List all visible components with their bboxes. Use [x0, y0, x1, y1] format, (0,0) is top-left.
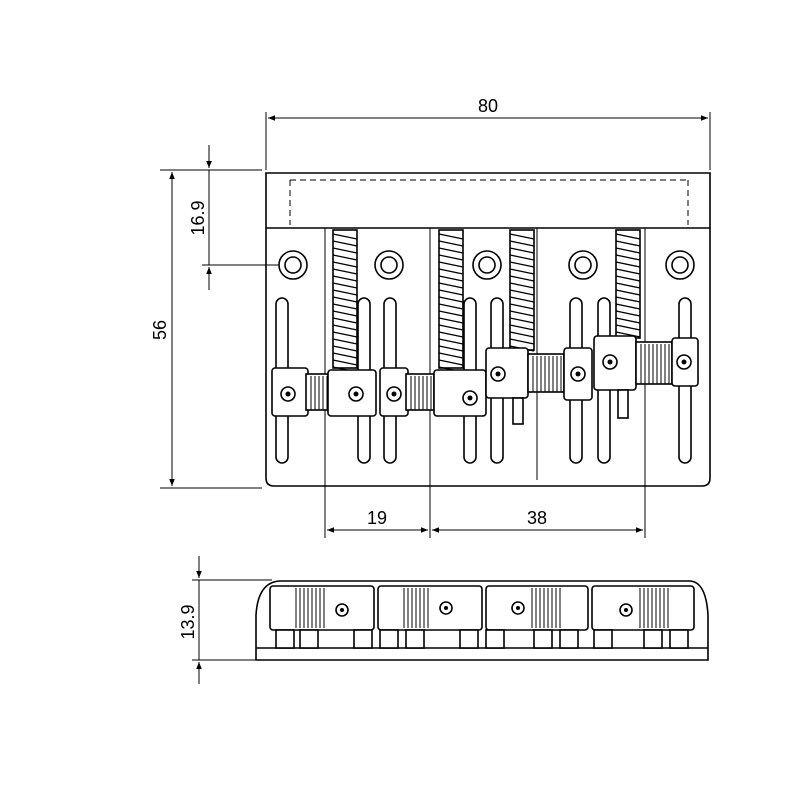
- saddle-4: [593, 335, 699, 419]
- dimension-saddle-spacing: 19 38: [324, 480, 646, 538]
- dim-hole-offset-label: 16.9: [188, 200, 208, 235]
- saddle-2: [379, 367, 487, 417]
- side-saddle-4: [591, 585, 695, 631]
- dimension-hole-offset: 16.9: [188, 145, 279, 290]
- side-feet: [275, 629, 689, 649]
- side-saddle-3: [485, 585, 589, 631]
- saddle-3: [485, 347, 593, 425]
- side-threads: [295, 588, 669, 628]
- side-view: [255, 580, 709, 661]
- side-saddle-2: [377, 585, 483, 631]
- screw-threads: [310, 344, 670, 410]
- intonation-springs: [332, 229, 641, 373]
- dim-span-label: 38: [527, 508, 547, 528]
- side-saddle-1: [269, 585, 375, 631]
- dimension-width: 80: [265, 96, 711, 170]
- dim-width-label: 80: [478, 96, 498, 116]
- dim-profile-height-label: 13.9: [178, 604, 198, 639]
- mounting-holes: [278, 250, 695, 280]
- dim-spacing-label: 19: [367, 508, 387, 528]
- saddle-1: [271, 367, 377, 417]
- base-plate: [265, 172, 711, 487]
- dim-height-label: 56: [150, 320, 170, 340]
- side-base: [255, 580, 709, 661]
- top-view: [265, 172, 711, 487]
- dimension-profile-height: 13.9: [178, 556, 272, 684]
